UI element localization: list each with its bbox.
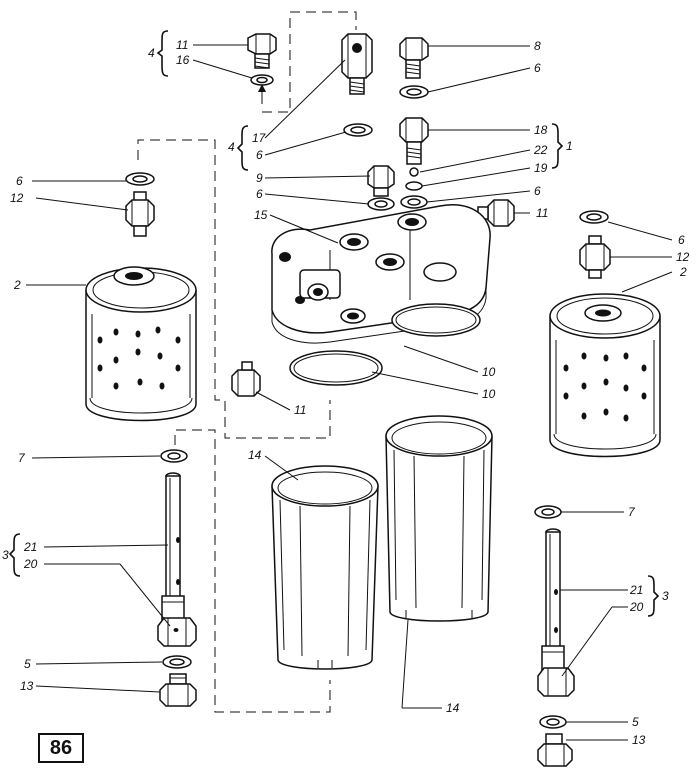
callout-9: 9 <box>256 171 263 185</box>
callout-4-mid: 4 <box>228 140 235 154</box>
callout-8: 8 <box>534 39 541 53</box>
callout-22: 22 <box>533 143 548 157</box>
washer-6-right <box>400 195 428 209</box>
group-braces <box>8 30 660 617</box>
washer-7-left <box>160 449 188 463</box>
callout-2-left: 2 <box>13 278 21 292</box>
callout-21-right: 21 <box>629 583 643 597</box>
callout-2-right: 2 <box>679 265 687 279</box>
washer-6-mid <box>343 123 373 137</box>
callout-6-right-mid: 6 <box>534 184 541 198</box>
leader-lines <box>26 44 673 741</box>
washer-6-top <box>399 85 429 99</box>
washer-5-left <box>162 655 192 669</box>
union-fitting-17 <box>341 33 373 95</box>
callout-10-upper: 10 <box>482 365 496 379</box>
washer-6-left-upper <box>125 172 155 186</box>
gasket-10-lower <box>289 350 383 386</box>
callout-6-top: 6 <box>534 61 541 75</box>
callout-5-left: 5 <box>24 657 31 671</box>
washer-5-right <box>539 715 567 729</box>
union-12-left <box>125 191 155 237</box>
page-number: 86 <box>49 736 73 759</box>
washer-6-left <box>367 197 395 211</box>
filter-housing-cover <box>271 204 491 344</box>
plug-13-right <box>537 733 573 767</box>
callout-10-lower: 10 <box>482 387 496 401</box>
callout-17: 17 <box>252 131 267 145</box>
callout-16: 16 <box>176 53 190 67</box>
filter-bowl-left <box>271 465 379 670</box>
callout-14-right: 14 <box>446 701 460 715</box>
callout-11-right: 11 <box>536 206 548 220</box>
bolt-8 <box>399 37 429 79</box>
filter-element-left <box>85 266 197 422</box>
callout-13-right: 13 <box>632 733 646 747</box>
callout-11-top: 11 <box>176 38 188 52</box>
callout-3-left: 3 <box>2 548 9 562</box>
callout-12-left: 12 <box>10 191 24 205</box>
callout-20-left: 20 <box>23 557 38 571</box>
page-number-box: 86 <box>38 733 84 763</box>
gasket-10-upper <box>391 303 481 337</box>
callout-21-left: 21 <box>23 540 37 554</box>
washer-6-right-upper <box>579 210 609 224</box>
filter-element-right <box>549 293 661 458</box>
ball-22 <box>409 167 419 177</box>
callout-7-right: 7 <box>628 505 636 519</box>
callout-7-left: 7 <box>18 451 26 465</box>
callout-4-top: 4 <box>148 46 155 60</box>
valve-rod-left <box>157 472 197 647</box>
callout-20-right: 20 <box>629 600 644 614</box>
bolt-9 <box>367 165 395 197</box>
callout-6-mid: 6 <box>256 148 263 162</box>
spring-19 <box>405 181 423 191</box>
callout-3-right: 3 <box>662 589 669 603</box>
callout-6-left-upper: 6 <box>16 174 23 188</box>
washer-7-right <box>534 505 562 519</box>
callout-11-lower: 11 <box>294 403 306 417</box>
assembly-paths <box>137 11 357 713</box>
top-bolt-left <box>247 33 277 69</box>
callout-1: 1 <box>566 139 573 153</box>
callout-19: 19 <box>534 161 548 175</box>
arrow-up-icon <box>258 84 266 92</box>
callout-6-right-upper: 6 <box>678 233 685 247</box>
plug-13-left <box>159 673 197 707</box>
callout-6-left-mid: 6 <box>256 187 263 201</box>
filter-bowl-right <box>385 415 493 622</box>
union-12-right <box>579 235 611 279</box>
plug-11-lower <box>231 361 261 397</box>
callout-13-left: 13 <box>20 679 34 693</box>
bolt-18 <box>399 117 429 165</box>
callout-labels: 11 16 4 8 6 17 6 4 18 22 19 1 9 6 6 11 1… <box>2 38 690 747</box>
washer-16 <box>250 74 274 86</box>
callout-15: 15 <box>254 208 268 222</box>
valve-rod-right <box>537 528 575 697</box>
callout-5-right: 5 <box>632 715 639 729</box>
callout-12-right: 12 <box>676 250 690 264</box>
callout-14-left: 14 <box>248 448 262 462</box>
callout-18: 18 <box>534 123 548 137</box>
